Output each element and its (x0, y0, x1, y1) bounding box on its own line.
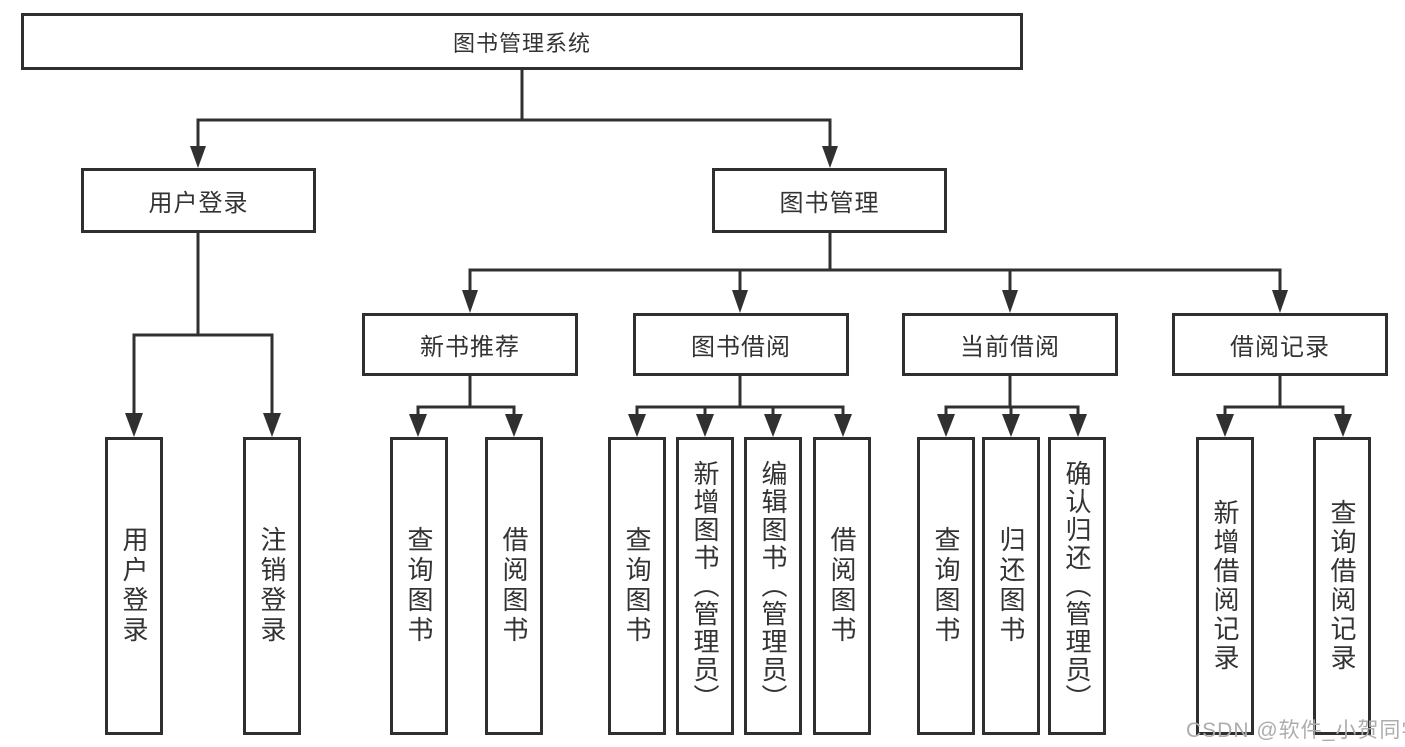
node-new-book-recommendation: 新书推荐 (362, 313, 578, 376)
leaf-logout: 注销登录 (243, 437, 301, 735)
leaf-user-login: 用户登录 (105, 437, 163, 735)
node-book-borrowing: 图书借阅 (633, 313, 849, 376)
leaf-query-books-borrowing: 查询图书 (608, 437, 666, 735)
watermark: CSDN @软件_小贺同学 (1186, 719, 1405, 742)
leaf-confirm-return-admin: 确认归还（管理员） (1048, 437, 1106, 735)
node-user-login: 用户登录 (81, 168, 316, 233)
leaf-query-books-current: 查询图书 (917, 437, 975, 735)
leaf-borrow-books: 借阅图书 (813, 437, 871, 735)
node-borrowing-records: 借阅记录 (1172, 313, 1388, 376)
node-book-management-system: 图书管理系统 (21, 13, 1023, 70)
leaf-add-books-admin: 新增图书（管理员） (676, 437, 734, 735)
leaf-return-books: 归还图书 (982, 437, 1040, 735)
node-book-management: 图书管理 (712, 168, 947, 233)
node-current-borrowing: 当前借阅 (902, 313, 1118, 376)
leaf-query-borrow-record: 查询借阅记录 (1313, 437, 1371, 735)
leaf-add-borrow-record: 新增借阅记录 (1196, 437, 1254, 735)
leaf-query-books-recommend: 查询图书 (390, 437, 448, 735)
leaf-edit-books-admin: 编辑图书（管理员） (744, 437, 802, 735)
leaf-borrow-books-recommend: 借阅图书 (485, 437, 543, 735)
